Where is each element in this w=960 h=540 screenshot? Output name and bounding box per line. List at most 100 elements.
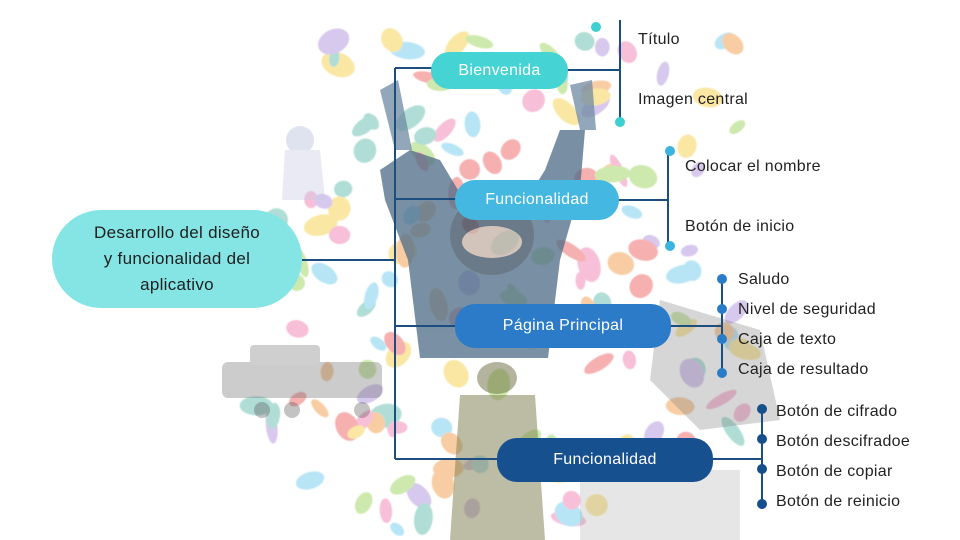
branch2-dot-3 xyxy=(717,368,727,378)
hand-shape xyxy=(629,274,653,299)
root-label-line1: Desarrollo del diseño xyxy=(94,223,260,242)
hand-shape xyxy=(628,164,658,189)
hand-shape xyxy=(390,522,405,536)
branch2-dot-2 xyxy=(717,334,727,344)
leaf-boton-reinicio: Botón de reinicio xyxy=(776,493,901,510)
hand-shape xyxy=(347,425,365,439)
branch1-dot-bottom xyxy=(665,241,675,251)
hand-shape xyxy=(406,482,432,509)
hand-shape xyxy=(706,389,737,410)
hand-shape xyxy=(459,159,481,180)
branch-bienvenida: Bienvenida xyxy=(431,52,568,89)
hand-shape xyxy=(675,318,697,337)
hand-shape xyxy=(356,384,384,404)
hand-shape xyxy=(381,28,403,52)
hand-shape xyxy=(562,490,581,510)
branch1-dot-top xyxy=(665,146,675,156)
hand-shape xyxy=(574,31,595,51)
branch3-dot-2 xyxy=(757,464,767,474)
hand-shape xyxy=(607,251,635,276)
hand-shape xyxy=(379,498,393,524)
branch-label: Funcionalidad xyxy=(553,451,657,468)
hand-shape xyxy=(721,416,745,446)
root-label-line3: aplicativo xyxy=(140,275,214,294)
branch3-dot-0 xyxy=(757,404,767,414)
hand-shape xyxy=(594,165,631,183)
hand-shape xyxy=(353,138,377,163)
hand-shape xyxy=(441,142,464,157)
hand-shape xyxy=(464,111,481,138)
branch-label: Bienvenida xyxy=(458,61,541,79)
hand-shape xyxy=(628,239,658,261)
leaf-saludo: Saludo xyxy=(738,271,790,288)
hand-shape xyxy=(327,196,351,221)
hand-shape xyxy=(622,350,637,370)
branch-label: Página Principal xyxy=(502,317,624,334)
leaf-boton-copiar: Botón de copiar xyxy=(776,463,893,480)
hand-shape xyxy=(370,336,387,351)
hand-shape xyxy=(691,162,706,178)
hand-shape xyxy=(363,113,380,130)
leaf-titulo: Título xyxy=(638,31,680,48)
hand-shape xyxy=(465,35,494,49)
branch0-dot-bottom xyxy=(615,117,625,127)
branch-funcionalidad-2: Funcionalidad xyxy=(497,438,713,482)
hand-shape xyxy=(295,471,325,490)
leaf-boton-inicio: Botón de inicio xyxy=(685,218,795,235)
hand-shape xyxy=(677,134,697,158)
hand-shape xyxy=(617,41,637,64)
hand-shape xyxy=(665,397,695,416)
hand-shape xyxy=(314,193,333,209)
hand-shape xyxy=(311,399,329,418)
hand-shape xyxy=(594,37,610,57)
hand-shape xyxy=(334,180,353,198)
hand-shape xyxy=(575,271,586,290)
hand-shape xyxy=(621,205,643,219)
hand-shape xyxy=(733,403,751,422)
branch0-dot-top xyxy=(591,22,601,32)
hand-shape xyxy=(354,492,373,514)
hand-shape xyxy=(318,28,350,55)
hand-shape xyxy=(584,353,614,374)
hand-shape xyxy=(679,358,705,388)
hand-shape xyxy=(239,396,274,416)
hand-shape xyxy=(303,214,338,236)
hand-shape xyxy=(388,421,408,434)
hand-shape xyxy=(363,282,379,309)
root-label-line2: y funcionalidad del xyxy=(103,249,251,268)
hand-shape xyxy=(266,402,281,429)
root-node: Desarrollo del diseño y funcionalidad de… xyxy=(52,210,302,308)
hand-shape xyxy=(670,311,692,327)
hand-shape xyxy=(585,494,608,517)
hand-shape xyxy=(552,98,580,126)
leaf-boton-descifrado: Botón descifradoe xyxy=(776,433,911,450)
leaf-boton-cifrado: Botón de cifrado xyxy=(776,403,898,420)
hand-shape xyxy=(656,61,670,86)
hand-shape xyxy=(522,89,545,113)
branch-pagina-principal: Página Principal xyxy=(455,304,671,348)
hand-shape xyxy=(328,225,351,245)
hand-shape xyxy=(413,502,433,535)
hand-shape xyxy=(320,362,334,382)
hand-shape xyxy=(666,264,698,284)
hand-shape xyxy=(431,417,453,438)
hand-shape xyxy=(443,359,469,388)
hand-shape xyxy=(445,31,470,57)
hand-shape xyxy=(358,359,377,379)
branch2-dot-1 xyxy=(717,304,727,314)
hand-shape xyxy=(728,338,750,352)
hand-shape xyxy=(482,151,502,175)
hand-shape xyxy=(722,33,744,55)
hand-shape xyxy=(289,391,307,407)
tank-icon xyxy=(222,345,382,418)
leaf-caja-resultado: Caja de resultado xyxy=(738,361,869,378)
hand-shape xyxy=(500,139,521,160)
branch-funcionalidad-1: Funcionalidad xyxy=(455,180,619,220)
branch-label: Funcionalidad xyxy=(485,191,589,208)
branch3-dot-1 xyxy=(757,434,767,444)
leaf-nivel-seguridad: Nivel de seguridad xyxy=(738,301,876,318)
leaf-colocar-nombre: Colocar el nombre xyxy=(685,158,821,175)
hand-shape xyxy=(390,474,416,495)
